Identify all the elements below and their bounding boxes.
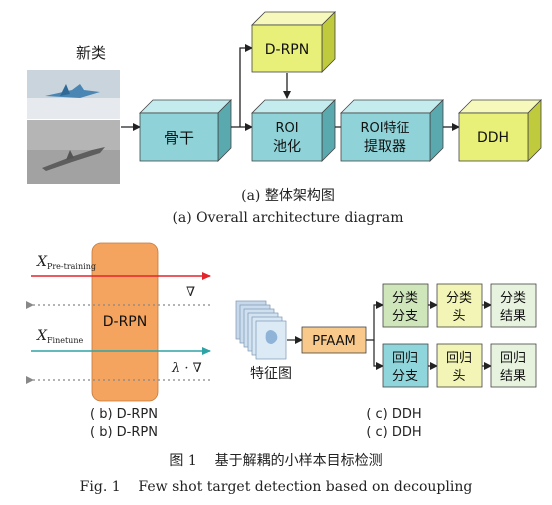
cls-branch-line2: 分支: [392, 309, 418, 324]
cls-branch-line1: 分类: [392, 291, 418, 306]
arrow-pfaam-to-reg-branch: [373, 340, 384, 370]
backbone-label: 骨干: [164, 129, 194, 147]
drpn-top-label: D-RPN: [265, 42, 309, 58]
cls-head-box: [436, 283, 483, 328]
reg-branch-box: [382, 343, 429, 388]
cls-branch-box: [382, 283, 429, 328]
figure-caption-cn: 图 1 基于解耦的小样本目标检测: [169, 452, 382, 469]
backbone-cube: 骨干: [139, 99, 232, 162]
new-class-label: 新类: [76, 44, 106, 62]
figure-caption-en: Fig. 1 Few shot target detection based o…: [80, 479, 473, 495]
caption-a-en: (a) Overall architecture diagram: [172, 210, 403, 226]
roi-pool-label-line1: ROI: [275, 121, 298, 136]
drpn-panel-label: D-RPN: [103, 314, 147, 330]
new-class-photo: [27, 70, 120, 184]
caption-b-2: ( b) D-RPN: [90, 425, 158, 440]
cls-head-line2: 头: [452, 309, 465, 324]
gradient-label: ∇: [186, 285, 195, 300]
reg-branch-line2: 分支: [392, 369, 418, 384]
caption-a-cn: (a) 整体架构图: [241, 188, 335, 204]
roi-extractor-label-line1: ROI特征: [360, 121, 409, 136]
roi-pooling-cube: ROI 池化: [251, 99, 336, 162]
drpn-panel-box: [91, 242, 159, 402]
pfaam-box: [301, 326, 367, 354]
roi-extractor-label-line2: 提取器: [364, 139, 406, 155]
cls-result-box: [490, 283, 537, 328]
reg-result-line1: 回归: [500, 351, 526, 366]
reg-branch-line1: 回归: [392, 351, 418, 366]
roi-extractor-cube: ROI特征 提取器: [340, 99, 444, 162]
cls-result-line1: 分类: [500, 291, 526, 306]
caption-b-1: ( b) D-RPN: [90, 407, 158, 422]
ddh-top-label: DDH: [477, 130, 509, 146]
caption-c-1: ( c) DDH: [366, 407, 421, 422]
reg-head-line1: 回归: [446, 351, 472, 366]
cls-head-line1: 分类: [446, 291, 472, 306]
reg-head-box: [436, 343, 483, 388]
ddh-cube: DDH: [458, 99, 542, 162]
feature-map-label: 特征图: [250, 366, 292, 382]
feature-map-stack: [235, 300, 287, 360]
lambda-gradient-label: λ · ∇: [171, 361, 202, 376]
arrow-pfaam-to-cls-branch: [366, 301, 384, 341]
pfaam-label: PFAAM: [312, 334, 356, 349]
caption-c-2: ( c) DDH: [366, 425, 421, 440]
x-finetune-label: XFinetune: [36, 328, 83, 345]
roi-pool-label-line2: 池化: [273, 139, 301, 155]
reg-result-box: [490, 343, 537, 388]
cls-result-line2: 结果: [500, 309, 526, 324]
reg-result-line2: 结果: [500, 369, 526, 384]
drpn-cube: D-RPN: [251, 11, 336, 73]
reg-head-line2: 头: [452, 369, 465, 384]
arrow-backbone-to-drpn: [239, 44, 253, 127]
x-pretraining-label: XPre-training: [36, 254, 96, 271]
